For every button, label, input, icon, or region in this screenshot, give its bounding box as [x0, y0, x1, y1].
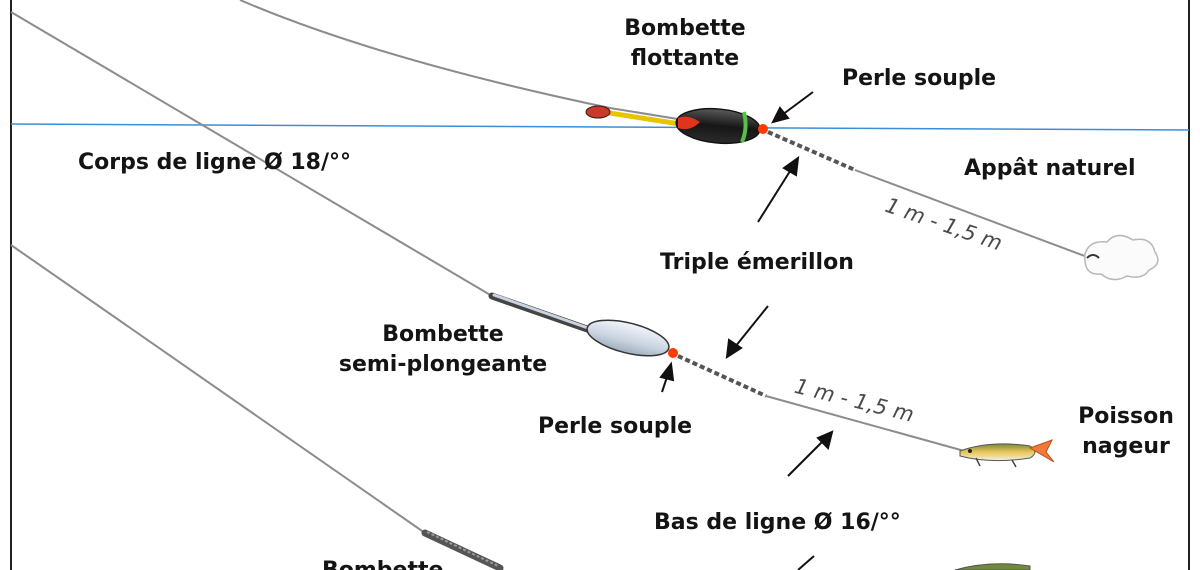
arrow-to-bead-top — [771, 91, 814, 124]
label-bombette-flottante-line2: flottante — [630, 46, 740, 71]
float-top-green-band — [740, 111, 748, 143]
label-corps-de-ligne: Corps de ligne Ø 18/°° — [78, 150, 352, 175]
float-top-red-nose — [678, 116, 700, 130]
label-poisson-nageur-line2: nageur — [1082, 434, 1170, 459]
label-perle-souple-mid: Perle souple — [538, 414, 693, 439]
float-top-tip — [585, 105, 611, 119]
label-triple-emerillon: Triple émerillon — [660, 250, 854, 275]
label-bas-de-ligne: Bas de ligne Ø 16/°° — [654, 510, 901, 535]
label-appat-naturel: Appât naturel — [964, 156, 1136, 181]
leader-line-top — [854, 169, 1091, 259]
label-bombette-flottante: Bombette flottante — [600, 14, 770, 74]
label-bombette-semi-line1: Bombette — [382, 322, 504, 347]
leader-line-mid — [765, 395, 969, 453]
bead-top — [758, 124, 768, 134]
label-poisson-nageur-line1: Poisson — [1078, 404, 1174, 429]
water-surface-line — [10, 123, 1190, 131]
semi-diving-bombette-float — [488, 292, 678, 358]
lure-bottom-partial — [954, 563, 1031, 570]
main-line-top — [239, 0, 691, 122]
arrow-to-leader-mid — [787, 430, 834, 477]
swimming-lure — [959, 439, 1055, 468]
natural-bait — [1084, 234, 1159, 281]
arrow-to-bead-mid — [659, 361, 675, 393]
label-bombette-semi-line2: semi-plongeante — [338, 352, 548, 377]
float-bottom-stem — [421, 529, 504, 570]
main-line-middle — [10, 11, 493, 297]
main-line-bottom — [10, 244, 426, 534]
arrow-to-bottom-partial — [797, 555, 815, 570]
float-mid-body — [586, 319, 670, 357]
bead-mid — [668, 348, 678, 358]
triple-swivel-top — [767, 130, 856, 172]
floating-bombette-float — [585, 105, 768, 145]
arrow-to-swivel-mid — [725, 305, 769, 359]
label-bombette-flottante-line1: Bombette — [624, 16, 746, 41]
label-perle-souple-top: Perle souple — [842, 66, 997, 91]
label-bombette-semi-plongeante: Bombette semi-plongeante — [318, 320, 568, 380]
label-poisson-nageur: Poisson nageur — [1064, 402, 1188, 462]
triple-swivel-mid — [677, 354, 767, 398]
arrow-to-swivel-top — [757, 155, 800, 223]
label-bombette-bottom-partial: Bombette — [322, 556, 443, 570]
